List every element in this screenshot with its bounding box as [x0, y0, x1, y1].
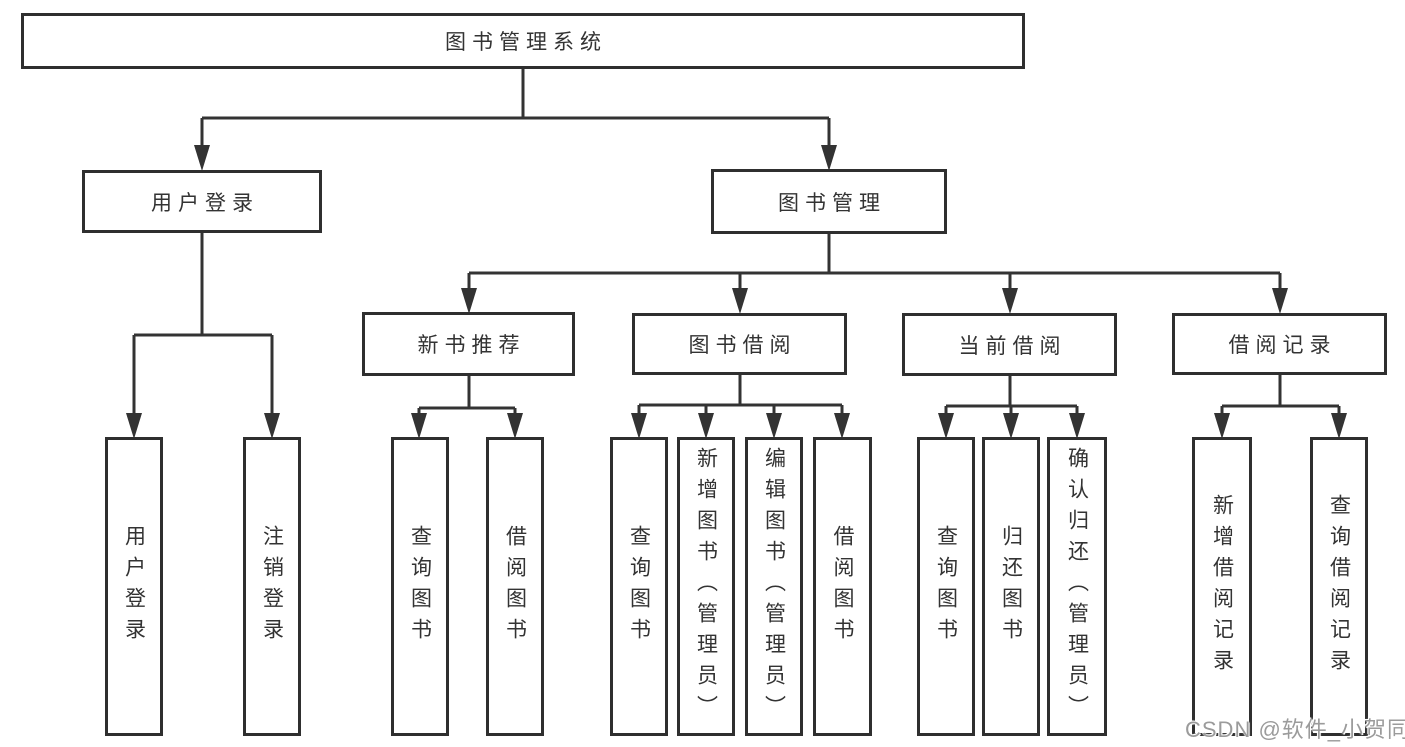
node-new-book-recommendation: 新书推荐 — [362, 312, 575, 376]
node-label: 借阅记录 — [1228, 334, 1337, 357]
node-label: 查询图书 — [627, 524, 651, 649]
node-label: 图书管理 — [778, 191, 886, 215]
node-label: 编辑图书（管理员） — [762, 447, 786, 726]
node-label: 借阅图书 — [831, 524, 854, 649]
leaf-user-login: 用户登录 — [105, 437, 163, 736]
leaf-query-borrow-record: 查询借阅记录 — [1310, 437, 1368, 736]
leaf-edit-books-admin: 编辑图书（管理员） — [745, 437, 803, 736]
leaf-add-borrow-record: 新增借阅记录 — [1192, 437, 1252, 736]
node-label: 新增借阅记录 — [1210, 493, 1234, 680]
node-label: 新书推荐 — [417, 334, 526, 357]
arrowheads — [126, 145, 1347, 439]
node-current-borrowing: 当前借阅 — [902, 313, 1117, 376]
csdn-watermark: CSDN @软件_小贺同学 — [1185, 717, 1405, 742]
node-label: 确认归还（管理员） — [1065, 447, 1089, 726]
node-label: 注销登录 — [260, 524, 284, 649]
node-library-management-system: 图书管理系统 — [21, 13, 1025, 69]
leaf-borrow-books-recommend: 借阅图书 — [486, 437, 544, 736]
node-label: 归还图书 — [999, 524, 1023, 649]
node-label: 当前借阅 — [958, 334, 1067, 358]
leaf-query-books-current: 查询图书 — [917, 437, 975, 736]
node-book-borrowing: 图书借阅 — [632, 313, 847, 375]
leaf-return-books: 归还图书 — [982, 437, 1040, 736]
node-book-management: 图书管理 — [711, 169, 947, 234]
node-label: 查询图书 — [408, 524, 432, 649]
leaf-logout: 注销登录 — [243, 437, 301, 736]
node-label: 图书借阅 — [688, 334, 797, 357]
leaf-add-books-admin: 新增图书（管理员） — [677, 437, 735, 736]
leaf-borrow-books: 借阅图书 — [813, 437, 872, 736]
leaf-query-books-borrow: 查询图书 — [610, 437, 668, 736]
node-user-login: 用户登录 — [82, 170, 322, 233]
node-label: 查询图书 — [934, 524, 958, 649]
node-label: 借阅图书 — [503, 524, 527, 649]
node-label: 新增图书（管理员） — [694, 447, 718, 726]
node-label: 用户登录 — [122, 524, 146, 649]
node-label: 图书管理系统 — [445, 31, 607, 54]
node-label: 用户登录 — [151, 191, 259, 215]
leaf-query-books-recommend: 查询图书 — [391, 437, 449, 736]
node-borrowing-records: 借阅记录 — [1172, 313, 1387, 375]
leaf-confirm-return-admin: 确认归还（管理员） — [1047, 437, 1107, 736]
node-label: 查询借阅记录 — [1327, 493, 1351, 680]
